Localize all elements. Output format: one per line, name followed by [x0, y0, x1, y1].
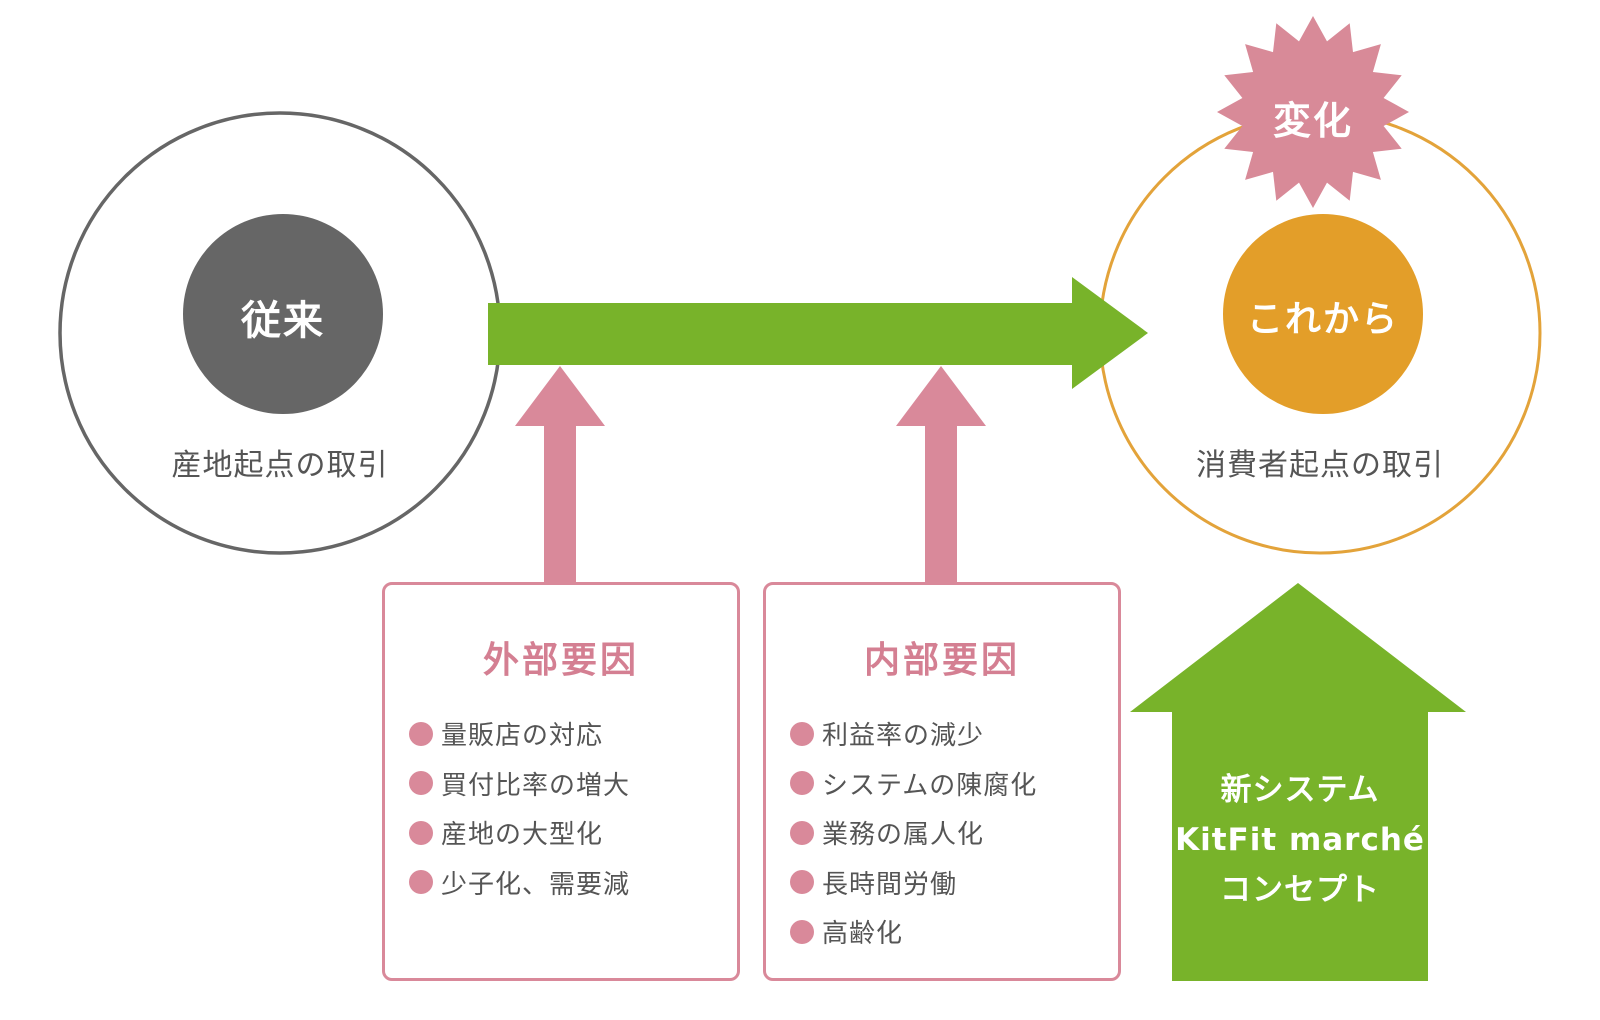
- change-burst-shape: [1217, 16, 1409, 208]
- internal-factors-box: 内部要因 利益率の減少 システムの陳腐化 業務の属人化 長時間労働 高齢化: [763, 582, 1121, 981]
- new-system-line: 新システム: [1220, 772, 1380, 808]
- external-factors-box: 外部要因 量販店の対応 買付比率の増大 産地の大型化 少子化、需要減: [382, 582, 740, 981]
- transition-arrow: [488, 277, 1148, 389]
- factor-label: 利益率の減少: [822, 721, 985, 752]
- future-state-label: これから: [1246, 299, 1399, 340]
- factor-label: 高齢化: [822, 919, 904, 950]
- factor-label: 業務の属人化: [822, 820, 985, 851]
- external-factor-arrow: [515, 366, 605, 582]
- factor-label: システムの陳腐化: [822, 770, 1038, 801]
- internal-factor-arrow: [896, 366, 986, 582]
- factor-label: 少子化、需要減: [441, 869, 631, 900]
- bullet-dot: [409, 820, 433, 845]
- bullet-dot: [790, 820, 814, 845]
- list-item: システムの陳腐化: [790, 759, 1118, 809]
- bullet-dot: [790, 870, 814, 895]
- internal-factors-list: 利益率の減少 システムの陳腐化 業務の属人化 長時間労働 高齢化: [766, 709, 1118, 957]
- future-state-caption: 消費者起点の取引: [1196, 448, 1444, 483]
- list-item: 長時間労働: [790, 858, 1118, 908]
- bullet-dot: [409, 771, 433, 796]
- external-factors-title: 外部要因: [482, 640, 639, 681]
- bullet-dot: [409, 721, 433, 746]
- current-state-label: 従来: [241, 298, 325, 344]
- factor-label: 買付比率の増大: [441, 770, 631, 801]
- new-system-line: コンセプト: [1220, 872, 1380, 908]
- list-item: 量販店の対応: [409, 709, 737, 759]
- new-system-line: KitFit marché: [1175, 822, 1425, 858]
- list-item: 利益率の減少: [790, 709, 1118, 759]
- bullet-dot: [790, 919, 814, 944]
- bullet-dot: [790, 721, 814, 746]
- current-state-caption: 産地起点の取引: [171, 448, 389, 483]
- bullet-dot: [409, 870, 433, 895]
- new-system-arrow: [1130, 583, 1466, 981]
- future-state-badge: [1223, 214, 1423, 414]
- external-factors-list: 量販店の対応 買付比率の増大 産地の大型化 少子化、需要減: [385, 709, 737, 907]
- list-item: 産地の大型化: [409, 808, 737, 858]
- list-item: 少子化、需要減: [409, 858, 737, 908]
- factor-label: 長時間労働: [822, 869, 958, 900]
- current-state-badge: [183, 214, 383, 414]
- internal-factors-title: 内部要因: [863, 640, 1020, 681]
- change-burst-label: 変化: [1272, 99, 1353, 143]
- list-item: 業務の属人化: [790, 808, 1118, 858]
- list-item: 高齢化: [790, 907, 1118, 957]
- list-item: 買付比率の増大: [409, 759, 737, 809]
- new-system-concept: 新システム KitFit marché コンセプト: [1160, 765, 1440, 915]
- factor-label: 産地の大型化: [441, 820, 604, 851]
- bullet-dot: [790, 771, 814, 796]
- factor-label: 量販店の対応: [441, 721, 604, 752]
